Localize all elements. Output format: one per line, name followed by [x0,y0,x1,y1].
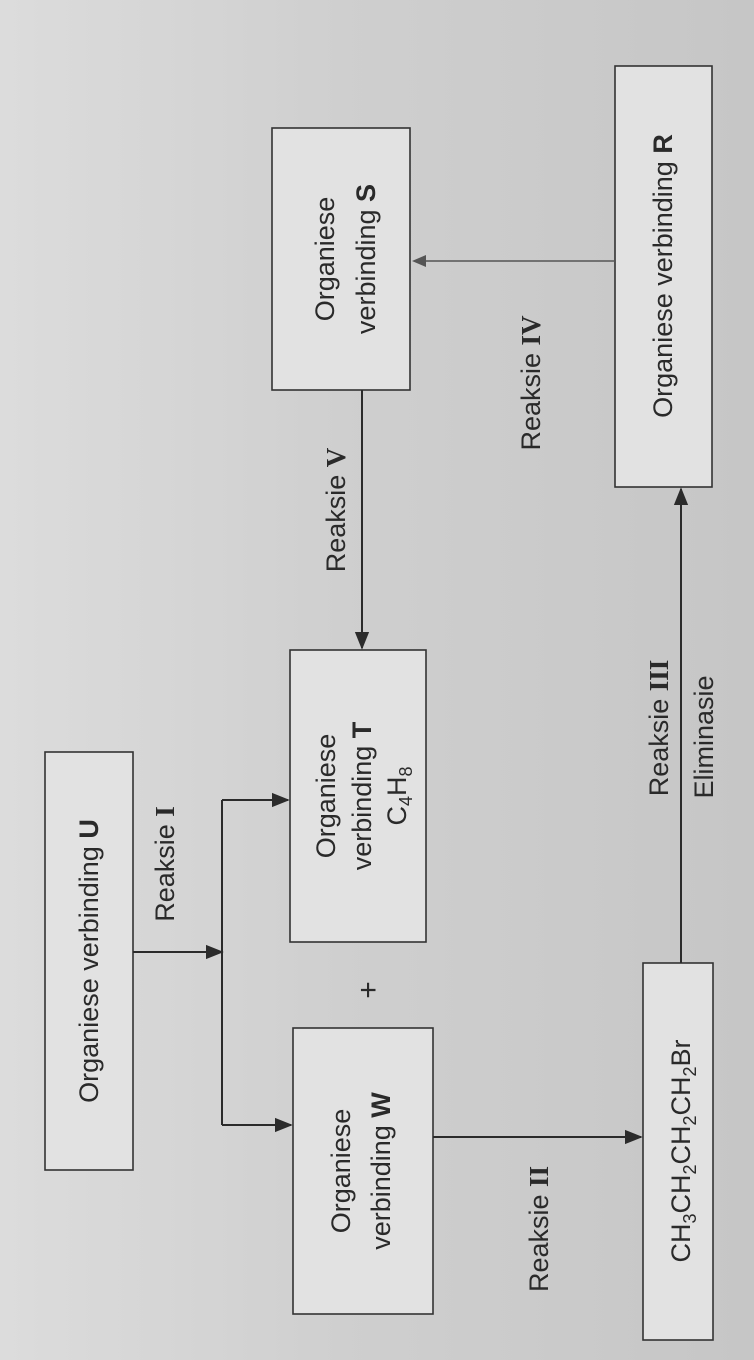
compound-w-box: Organiese verbinding W [292,1027,434,1315]
compound-u-box: Organiese verbinding U [44,751,134,1171]
reaction-iv-arrow [412,255,615,267]
compound-t-formula: C4H8 [382,766,416,825]
compound-r-letter: R [648,134,678,154]
reaction-i-arrows [133,792,293,1133]
compound-u-label: Organiese verbinding [74,846,104,1103]
bromobutane-formula: CH3CH2CH2CH2Br [666,1039,700,1262]
compound-s-letter: S [351,184,381,202]
svg-text:Organiese verbinding U: Organiese verbinding U [74,819,104,1103]
reaction-iii-label: Reaksie III [644,660,674,797]
compound-u-letter: U [74,819,104,839]
plus-sign: + [352,981,385,999]
reaction-v-label: Reaksie V [321,447,351,572]
bromobutane-box: CH3CH2CH2CH2Br [642,962,714,1341]
reaction-iv-label: Reaksie IV [516,315,546,451]
compound-t-line2: verbinding [347,746,377,871]
svg-text:Organiese verbinding R: Organiese verbinding R [648,134,678,418]
compound-t-letter: T [347,721,377,738]
compound-w-line2: verbinding [366,1125,396,1250]
compound-w-line1: Organiese [326,1109,356,1234]
compound-s-line2: verbinding [351,209,381,334]
compound-r-box: Organiese verbinding R [614,65,713,488]
reaction-iii-type: Eliminasie [689,675,719,798]
compound-w-letter: W [366,1092,396,1118]
compound-t-box: Organiese verbinding T C4H8 [289,649,427,943]
compound-s-line1: Organiese [310,197,340,322]
reaction-ii-label: Reaksie II [524,1166,554,1292]
svg-text:verbinding S: verbinding S [351,184,381,334]
svg-text:verbinding W: verbinding W [366,1092,396,1250]
svg-text:verbinding T: verbinding T [347,721,377,870]
compound-r-label: Organiese verbinding [648,161,678,418]
reaction-i-label: Reaksie I [150,806,180,922]
compound-t-line1: Organiese [311,734,341,859]
compound-s-box: Organiese verbinding S [271,127,411,391]
